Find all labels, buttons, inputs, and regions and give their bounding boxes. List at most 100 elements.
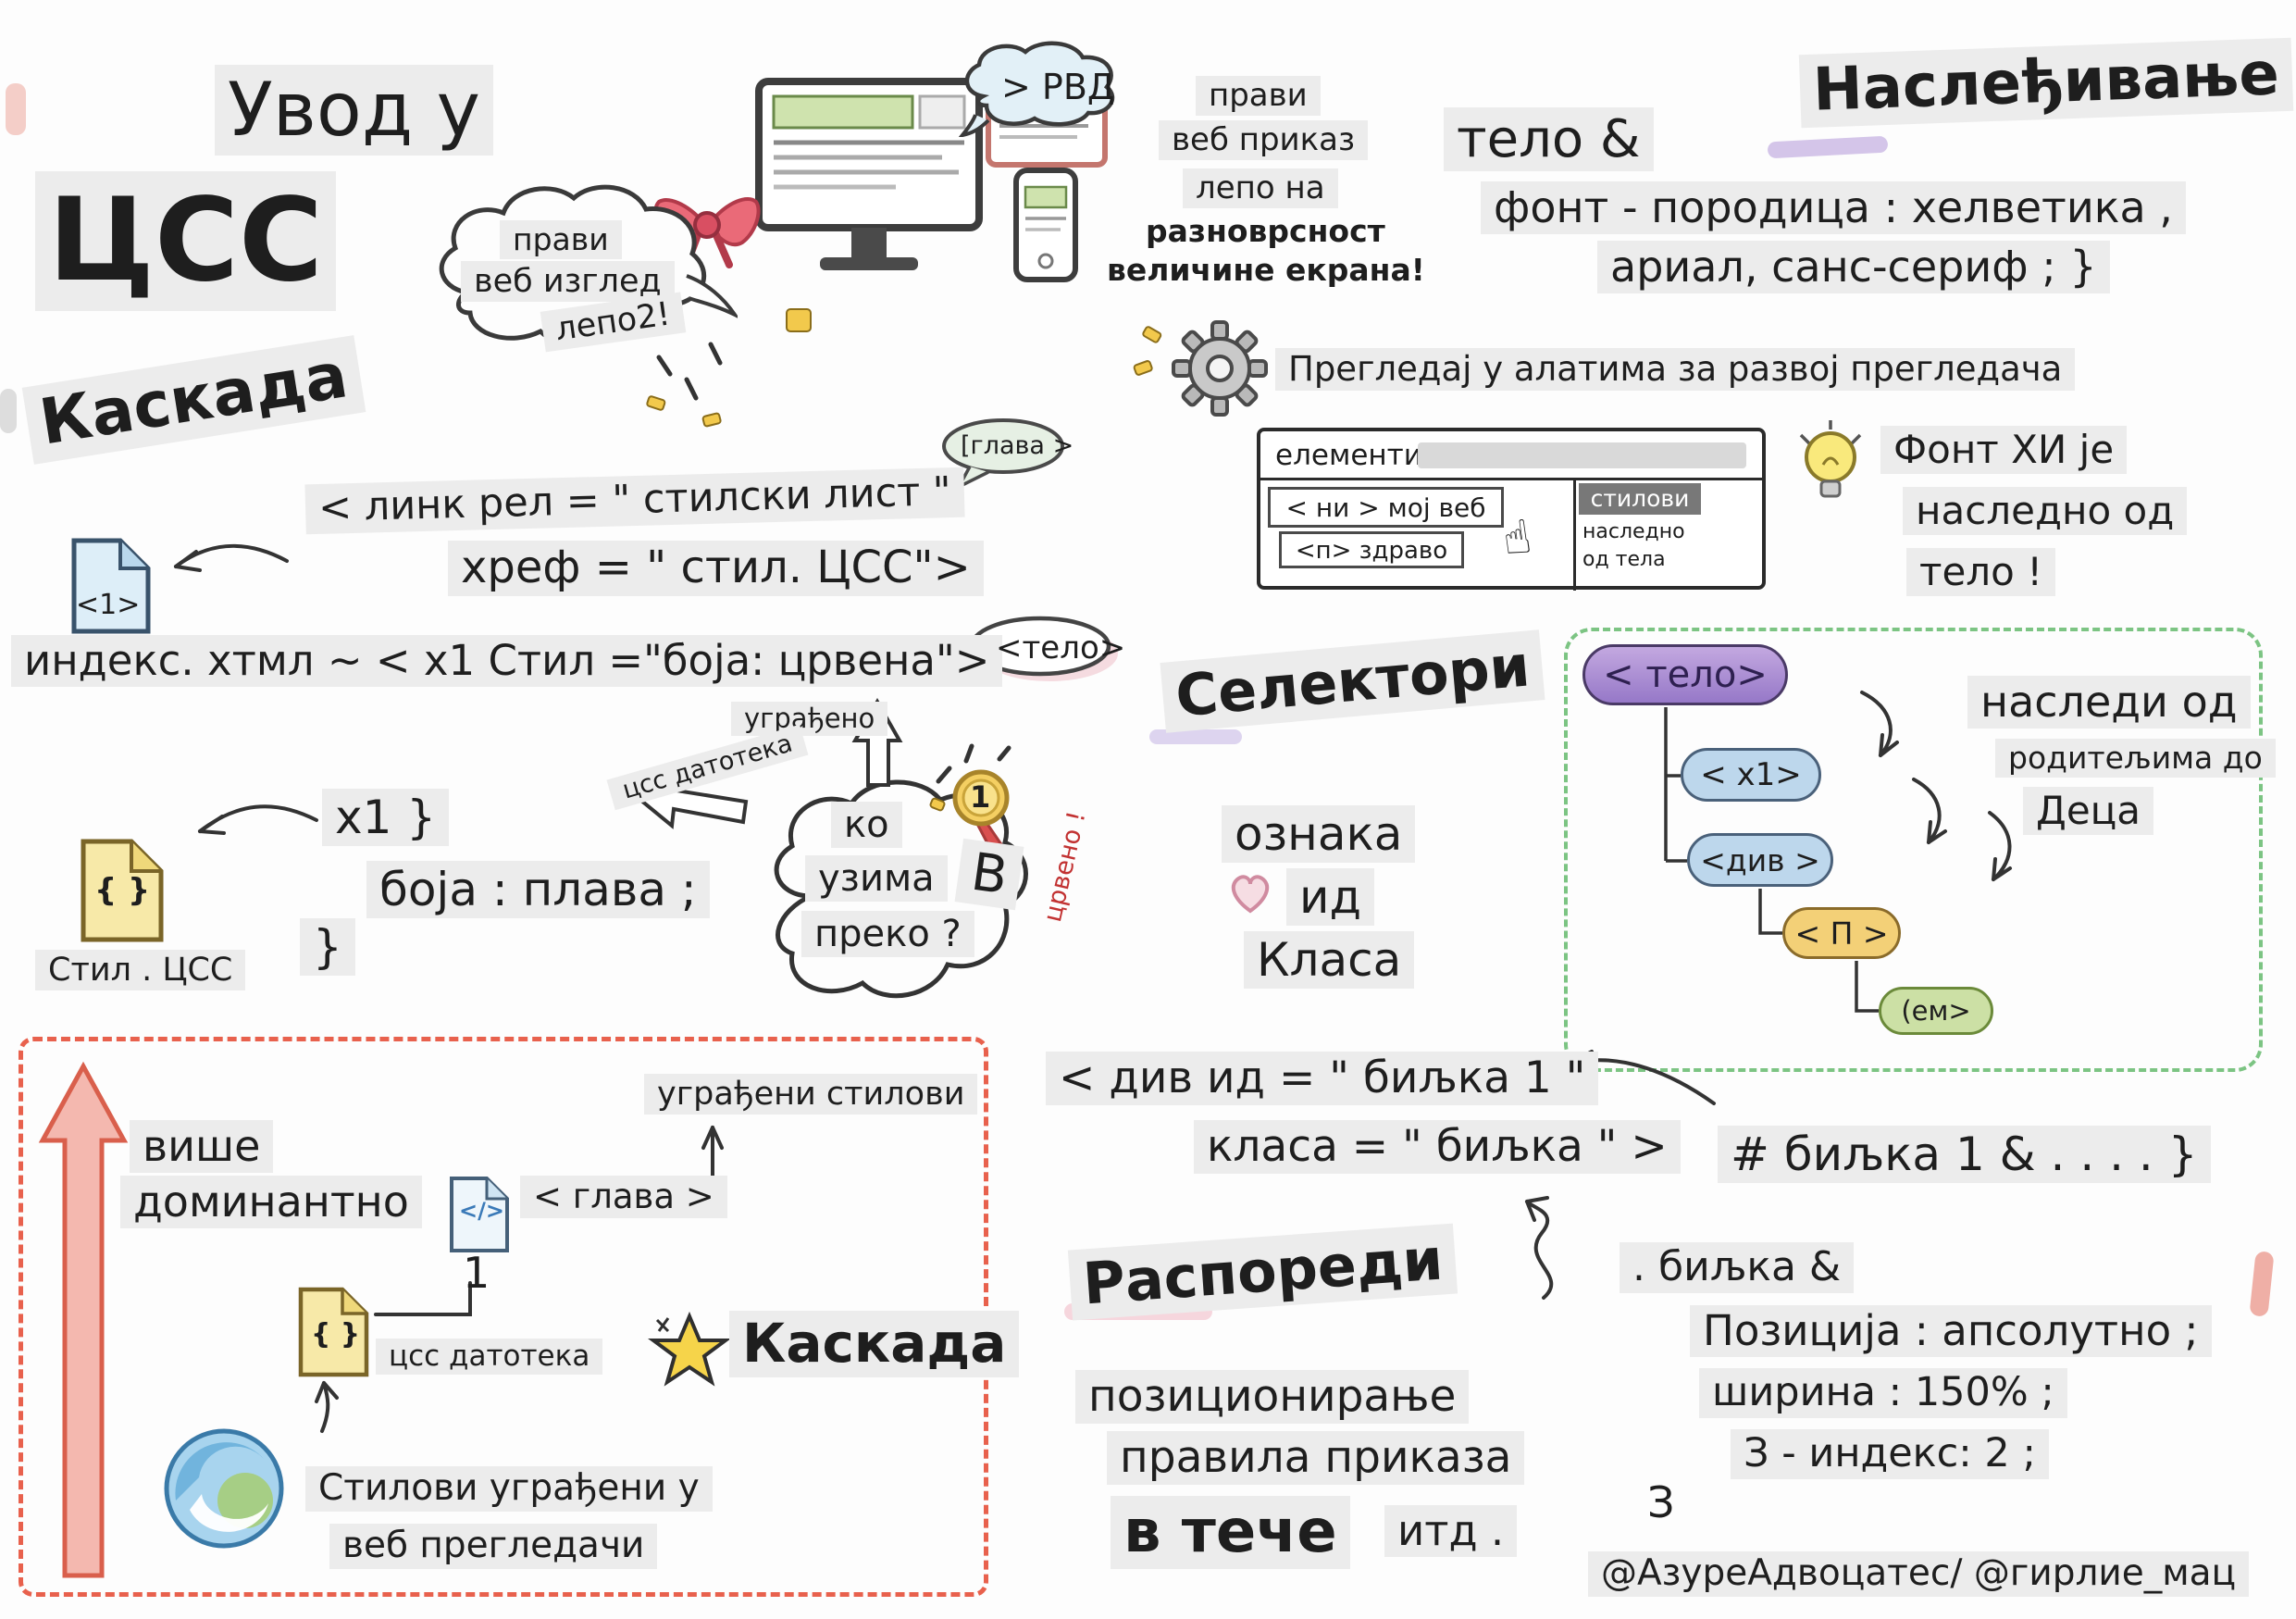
devtools-panel: елементи < ни > мој веб <п> здраво стило… (1257, 428, 1766, 591)
accent-smudge (1767, 135, 1889, 159)
head-bubble-label: [глава > (961, 431, 1074, 460)
devtools-markup-row2-label: <п> здраво (1295, 537, 1448, 565)
position-rule: Позиција : апсолутно ; (1690, 1305, 2212, 1357)
who-cloud-line3: преко ? (801, 911, 974, 957)
rule-line3: } (300, 918, 355, 976)
rule-line2: боја : плава ; (366, 861, 710, 918)
zindex-rule: З - индекс: 2 ; (1731, 1429, 2049, 1479)
v-label: В (954, 838, 1024, 911)
rwd-note-line5: величине екрана! (1107, 252, 1425, 288)
inherit-note-line3: Деца (2023, 787, 2153, 836)
tree-node-p: < П > (1782, 907, 1901, 959)
font-family-line1: фонт - породица : хелветика , (1481, 181, 2186, 235)
inheritance-body-amp: тело & (1444, 107, 1654, 172)
pointer-hand-icon: ☝ (1499, 509, 1535, 567)
link-rel-line2: хреф = " стил. ЦСС"> (448, 541, 984, 596)
code-doc-icon (450, 1177, 509, 1252)
tree-node-em: (ем> (1879, 987, 1993, 1035)
rwd-note-line3: лепо на (1183, 168, 1338, 208)
devtools-tip: Прегледај у алатима за развој прегледача (1275, 348, 2076, 392)
class-rule: . биљка & (1620, 1242, 1855, 1293)
cascade-heading: Каскада (21, 335, 366, 465)
more-dominant-line1: више (130, 1120, 274, 1174)
gear-icon (1172, 320, 1268, 417)
medal-number: 1 (970, 779, 991, 815)
medal-icon (952, 769, 1012, 864)
layout-flow: в тече (1111, 1496, 1350, 1569)
layout-display-rules: правила приказа (1107, 1431, 1525, 1486)
inheritance-heading: Наслеђивање (1798, 37, 2293, 129)
inherit-note-line2: родитељима до (1995, 739, 2276, 778)
browser-logo-icon (164, 1428, 284, 1549)
accent-smudge (2249, 1251, 2275, 1317)
page-title-line1: Увод у (215, 65, 493, 156)
devtools-styles-note-line2: од тела (1582, 547, 1666, 571)
accent-smudge (6, 83, 26, 135)
layout-heading: Распореди (1067, 1223, 1458, 1321)
devtools-elements-tab[interactable]: елементи (1275, 439, 1422, 472)
layout-etc: итд . (1384, 1505, 1518, 1557)
rwd-note-line1: прави (1196, 76, 1321, 116)
order-one-label: 1 (463, 1248, 490, 1298)
css-doc-label: { } (94, 872, 151, 909)
selector-id: ид (1286, 868, 1375, 926)
accent-smudge (0, 389, 17, 433)
layout-positioning: позиционирање (1075, 1370, 1470, 1425)
head-speech-bubble (942, 418, 1064, 492)
tree-node-div-label: <див > (1700, 841, 1820, 878)
html-doc-label: <1> (76, 589, 141, 621)
embedded-styles-label: уграђени стилови (644, 1074, 978, 1115)
tree-node-h1: < х1> (1681, 748, 1821, 802)
design-cloud-line1: прави (500, 220, 622, 259)
accent-smudge (1149, 729, 1242, 744)
devtools-styles-note-line1: наследно (1582, 520, 1685, 543)
css-doc2-label: { } (311, 1318, 361, 1351)
devtools-styles-tab[interactable]: стилови (1579, 483, 1701, 515)
bulb-note-line3: тело ! (1906, 548, 2056, 597)
more-dominant-line2: доминантно (120, 1176, 422, 1229)
devtools-markup-row2[interactable]: <п> здраво (1279, 531, 1464, 568)
who-cloud-line1: ко (831, 802, 902, 848)
star-icon (648, 1311, 731, 1387)
font-family-line2: ариал, санс-сериф ; } (1597, 241, 2110, 294)
html-doc-icon (71, 538, 151, 634)
rule-line1: х1 } (322, 789, 450, 846)
devtools-markup-row1-label: < ни > мој веб (1285, 492, 1486, 523)
tree-node-em-label: (ем> (1901, 995, 1971, 1027)
selectors-heading: Селектори (1160, 629, 1545, 734)
inherit-note-line1: наследи од (1967, 676, 2251, 729)
tree-node-p-label: < П > (1794, 915, 1889, 952)
heart-icon (1231, 875, 1270, 914)
lightbulb-icon (1799, 420, 1862, 498)
inheritance-tree-box (1564, 628, 2263, 1072)
plant-div-line2: класа = " биљка " > (1194, 1120, 1681, 1175)
css-doc-caption: Стил . ЦСС (35, 950, 246, 990)
tree-node-body: < тело> (1582, 644, 1788, 705)
devtools-search-bar[interactable] (1418, 442, 1746, 468)
head-tag-label: < глава > (520, 1176, 727, 1219)
page-title-line2: ЦСС (35, 171, 337, 311)
code-doc-label: </> (459, 1198, 504, 1224)
rwd-note-line4: разноврсност (1146, 213, 1385, 249)
devtools-divider (1260, 478, 1762, 480)
bulb-note-line1: Фонт ХИ је (1880, 426, 2128, 475)
css-file2-label: цсс датотека (376, 1339, 603, 1376)
embedded-label: уграђено (731, 702, 888, 736)
bulb-note-line2: наследно од (1903, 487, 2188, 536)
devtools-markup-row1[interactable]: < ни > мој веб (1268, 487, 1504, 528)
rwd-cloud (958, 41, 1115, 137)
cascade-star-label: Каскада (729, 1311, 1020, 1377)
who-cloud-line2: узима (805, 855, 948, 902)
selector-class: Класа (1244, 931, 1415, 989)
design-cloud-line2: веб изглед (461, 261, 675, 302)
browsers-note-line2: веб прегледачи (329, 1524, 658, 1569)
tree-node-h1-label: < х1> (1700, 756, 1802, 793)
browsers-note-line1: Стилови уграђени у (305, 1466, 713, 1512)
css-doc-icon (81, 839, 164, 942)
css-doc2-icon (298, 1287, 369, 1377)
devtools-vertical-divider (1573, 478, 1576, 591)
width-rule: ширина : 150% ; (1699, 1368, 2067, 1418)
credit: @АзуреАдвоцатес/ @гирлие_мац (1588, 1551, 2250, 1597)
body-bubble-label: <тело> (996, 629, 1126, 666)
